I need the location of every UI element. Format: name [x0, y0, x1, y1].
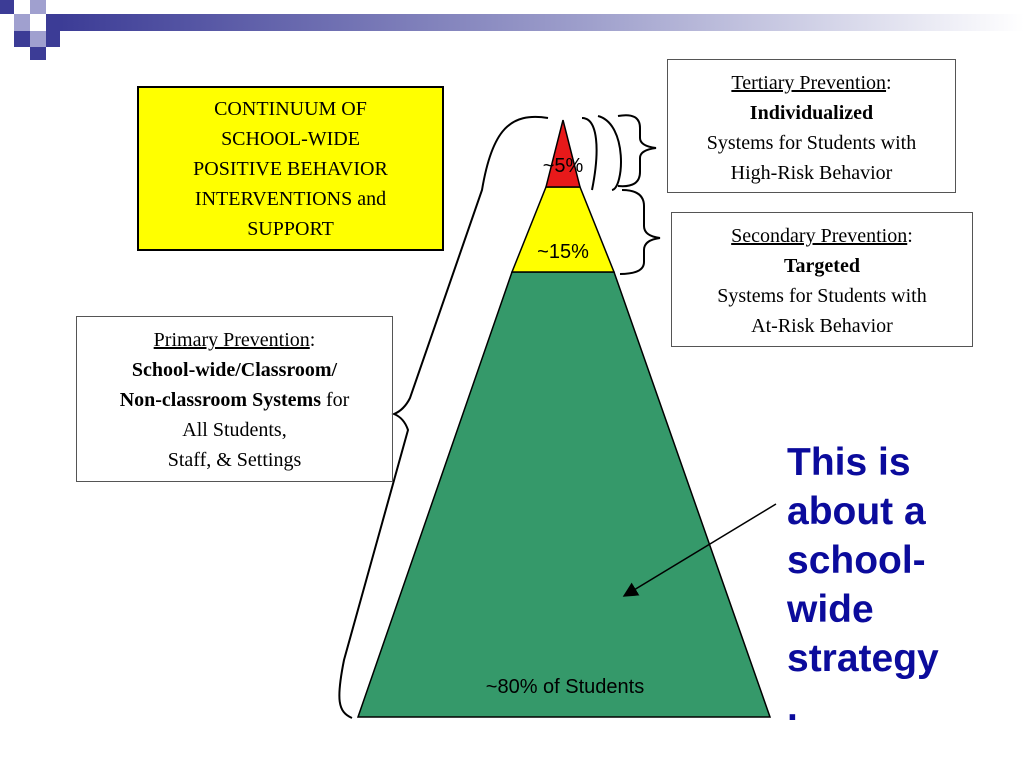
callout-arrow	[622, 503, 777, 597]
continuum-line: POSITIVE BEHAVIOR	[193, 158, 388, 180]
tertiary-line: Systems for Students with	[706, 132, 917, 154]
continuum-line: INTERVENTIONS and	[194, 188, 387, 210]
primary-line: All Students,	[182, 419, 287, 441]
primary-emphasis-line: Non-classroom Systems for	[119, 389, 350, 411]
tertiary-prevention-box: Tertiary Prevention: Individualized Syst…	[667, 59, 956, 193]
header-decoration	[0, 0, 1024, 60]
tertiary-line: High-Risk Behavior	[730, 162, 893, 184]
pyramid-top-label: ~5%	[542, 155, 584, 177]
header-square	[14, 14, 30, 31]
callout-line: strategy	[787, 637, 939, 680]
header-square	[30, 31, 46, 47]
top-bracket-left	[581, 117, 598, 191]
primary-title: Primary Prevention:	[153, 329, 316, 351]
primary-prevention-box: Primary Prevention: School-wide/Classroo…	[76, 316, 393, 482]
primary-brace	[338, 116, 549, 719]
header-square	[46, 14, 60, 31]
secondary-emphasis: Targeted	[784, 255, 860, 277]
callout-line: wide	[787, 588, 874, 631]
secondary-title: Secondary Prevention:	[731, 225, 913, 247]
secondary-line: Systems for Students with	[717, 285, 927, 307]
header-square	[30, 0, 46, 14]
callout-line: about a	[787, 490, 926, 533]
callout-line: This is	[787, 441, 911, 484]
tertiary-emphasis: Individualized	[749, 102, 874, 124]
callout-text: This is about a school- wide strategy .	[787, 438, 1017, 732]
secondary-line: At-Risk Behavior	[751, 315, 893, 337]
header-square	[46, 31, 60, 47]
top-bracket-right	[597, 115, 622, 191]
primary-emphasis: School-wide/Classroom/	[131, 359, 338, 381]
header-square	[14, 31, 30, 47]
callout-line: .	[787, 686, 798, 729]
pyramid-middle-label: ~15%	[537, 241, 589, 263]
secondary-prevention-box: Secondary Prevention: Targeted Systems f…	[671, 212, 973, 347]
callout-line: school-	[787, 539, 926, 582]
header-square	[30, 47, 46, 60]
continuum-line: SUPPORT	[247, 218, 334, 240]
continuum-title-box: CONTINUUM OF SCHOOL-WIDE POSITIVE BEHAVI…	[137, 86, 444, 251]
secondary-brace	[619, 189, 661, 275]
primary-line: Staff, & Settings	[167, 449, 302, 471]
pyramid-bottom-label: ~80% of Students	[485, 676, 645, 698]
pyramid-top-tier	[545, 119, 581, 188]
continuum-line: SCHOOL-WIDE	[221, 128, 360, 150]
header-gradient-bar	[60, 14, 1024, 31]
tertiary-title: Tertiary Prevention:	[731, 72, 892, 94]
continuum-line: CONTINUUM OF	[214, 98, 367, 120]
header-square	[0, 0, 14, 14]
tertiary-brace	[617, 114, 657, 188]
